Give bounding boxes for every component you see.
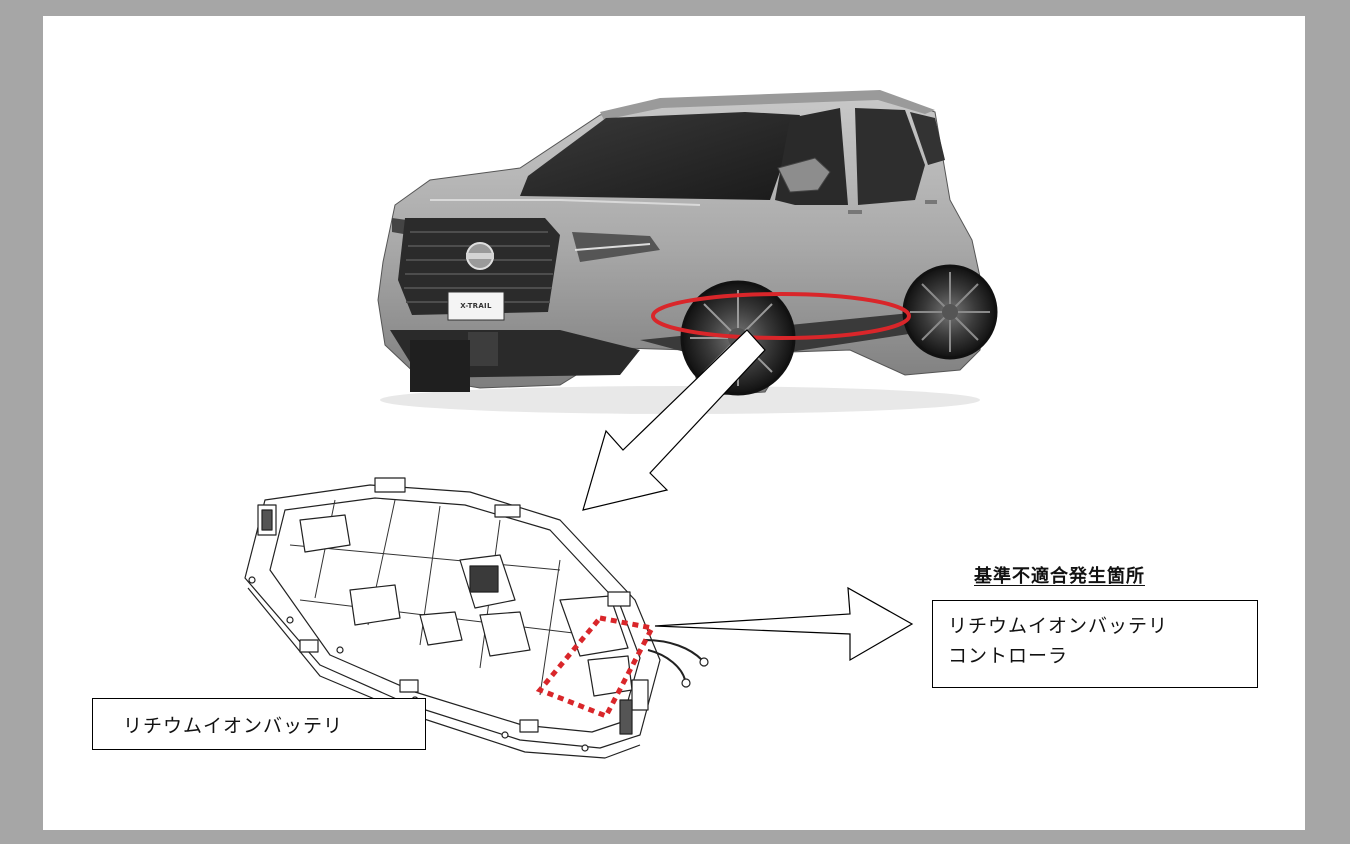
controller-label-line2: コントローラ [948,641,1257,671]
license-plate-text: X-TRAIL [451,302,501,310]
controller-label-line1: リチウムイオンバッテリ [948,611,1257,641]
car-photo [378,90,996,414]
pointer-arrow-right [655,588,912,660]
nonconformity-heading: 基準不適合発生箇所 [974,562,1145,588]
controller-label-box: リチウムイオンバッテリ コントローラ [932,600,1258,688]
battery-label-box: リチウムイオンバッテリ [92,698,426,750]
